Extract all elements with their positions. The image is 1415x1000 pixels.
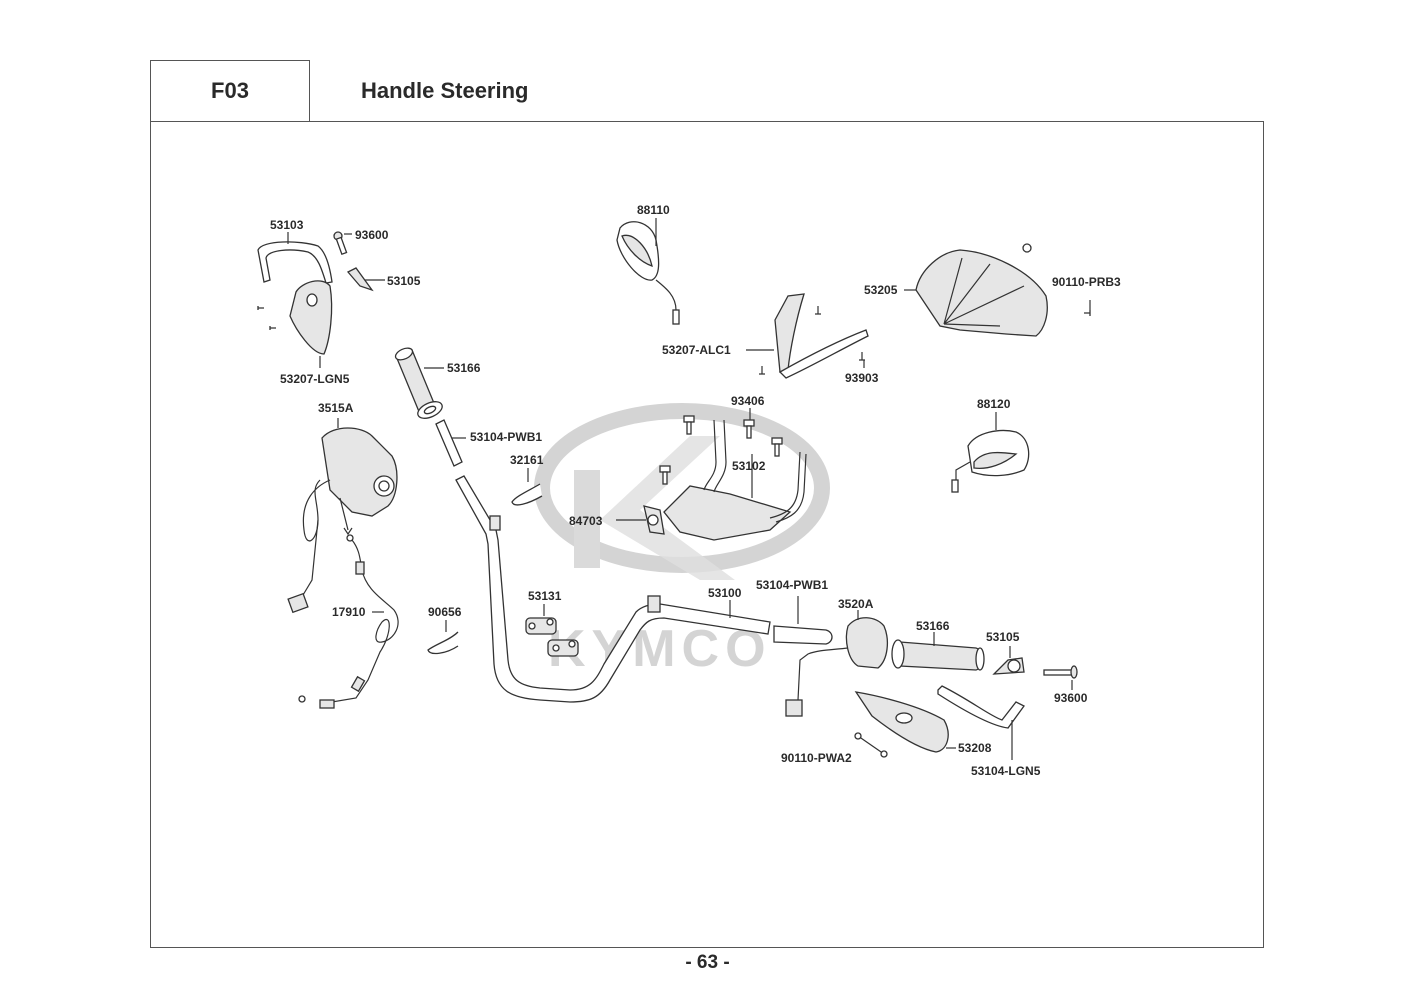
label-90110-prb3: 90110-PRB3 <box>1052 275 1121 289</box>
watermark-text: KYMCO <box>548 620 772 678</box>
watermark-k-arm <box>600 436 735 580</box>
part-53207-lgn5-guard <box>257 280 333 368</box>
label-88120: 88120 <box>977 397 1011 411</box>
part-17910-cable <box>298 534 399 709</box>
header-divider <box>309 60 310 122</box>
label-53208: 53208 <box>958 741 992 755</box>
part-53131-holders <box>525 604 579 657</box>
part-93600-bolt-left <box>333 231 352 256</box>
page-title: Handle Steering <box>361 78 529 103</box>
part-53205-cover <box>904 243 1091 337</box>
part-labels: 53103 93600 53105 53207-LGN5 88110 53207… <box>270 203 1121 778</box>
label-53105-right: 53105 <box>986 630 1020 644</box>
label-53104-pwb1-right: 53104-PWB1 <box>756 578 828 592</box>
label-84703: 84703 <box>569 514 603 528</box>
watermark-k-stem <box>574 470 600 568</box>
section-code: F03 <box>150 60 309 121</box>
part-53166-grip-right <box>891 632 985 671</box>
part-3520a-switch <box>785 610 889 717</box>
part-53105-weight-left <box>346 267 385 292</box>
page-number: - 63 - <box>685 952 730 973</box>
label-53100: 53100 <box>708 586 742 600</box>
part-88110-mirror-left <box>616 218 680 325</box>
label-53166-right: 53166 <box>916 619 950 633</box>
part-84703-mount <box>616 505 665 535</box>
label-53102: 53102 <box>732 459 766 473</box>
label-53207-alc1: 53207-ALC1 <box>662 343 731 357</box>
part-53104-lgn5-bracket <box>937 685 1025 760</box>
part-53102-bracket <box>659 408 807 541</box>
label-3520a: 3520A <box>838 597 874 611</box>
part-53105-weight-right <box>992 646 1025 675</box>
label-93406: 93406 <box>731 394 765 408</box>
part-53207-alc1-trim <box>746 293 869 379</box>
label-32161: 32161 <box>510 453 544 467</box>
part-93600-bolt-right <box>1043 665 1078 690</box>
label-93600-left: 93600 <box>355 228 389 242</box>
part-53208-guard <box>854 691 956 758</box>
label-3515a: 3515A <box>318 401 354 415</box>
label-93600-right: 93600 <box>1054 691 1088 705</box>
part-53104-pwb1-tube-left <box>435 419 466 467</box>
label-53166-left: 53166 <box>447 361 481 375</box>
label-53104-pwb1-left: 53104-PWB1 <box>470 430 542 444</box>
part-53100-handlebar <box>455 475 771 703</box>
label-53131: 53131 <box>528 589 562 603</box>
label-17910: 17910 <box>332 605 366 619</box>
label-53105-left: 53105 <box>387 274 421 288</box>
part-32161-clamp <box>511 468 543 506</box>
label-88110: 88110 <box>637 203 670 217</box>
label-53207-lgn5: 53207-LGN5 <box>280 372 350 386</box>
part-90656-clamp <box>427 620 459 655</box>
label-53104-lgn5: 53104-LGN5 <box>971 764 1041 778</box>
part-53103-bracket <box>257 232 333 284</box>
label-90110-pwa2: 90110-PWA2 <box>781 751 852 765</box>
label-90656: 90656 <box>428 605 462 619</box>
label-53103: 53103 <box>270 218 304 232</box>
part-53104-pwb1-tube-right <box>773 596 833 645</box>
bolt-icon <box>659 415 783 485</box>
part-53166-grip-left <box>394 347 444 419</box>
part-88120-mirror-right <box>951 412 1030 493</box>
part-3515a-switch <box>287 418 398 614</box>
kymco-watermark: KYMCO <box>534 403 830 678</box>
label-53205: 53205 <box>864 283 898 297</box>
diagram-frame <box>150 121 1264 948</box>
label-93903: 93903 <box>845 371 879 385</box>
